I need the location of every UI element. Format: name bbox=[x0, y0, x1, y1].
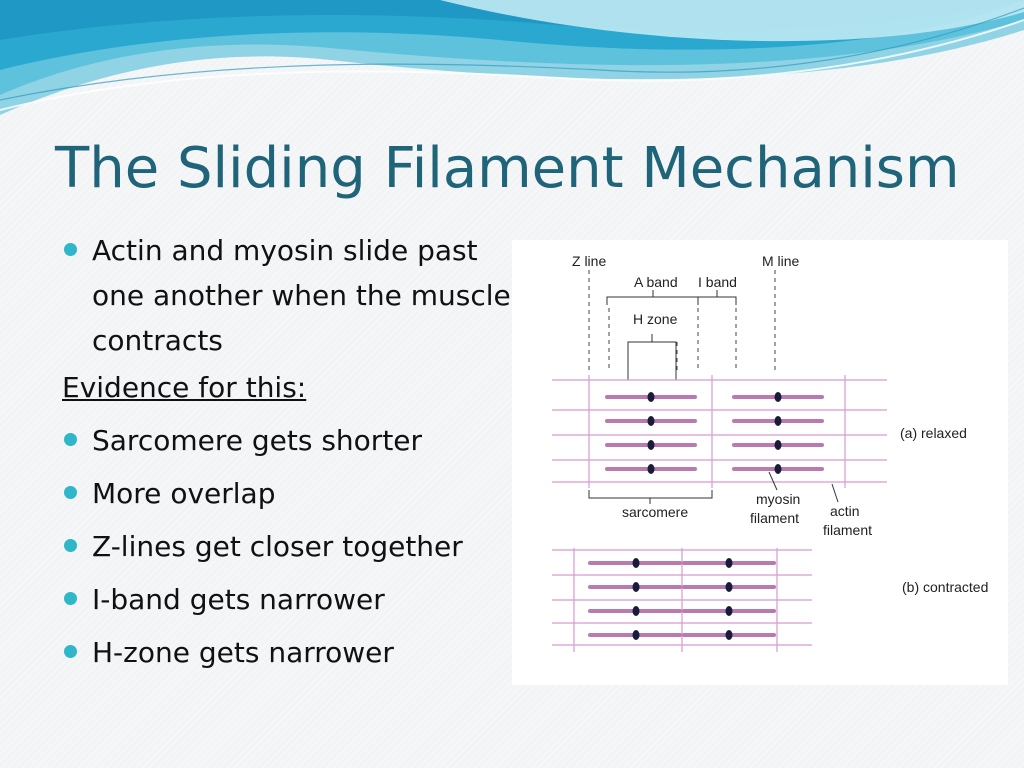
evidence-bullet: H-zone gets narrower bbox=[58, 630, 518, 675]
evidence-bullet-text: H-zone gets narrower bbox=[92, 636, 394, 669]
myosin-pointer bbox=[768, 471, 778, 491]
intro-bullet: Actin and myosin slide past one another … bbox=[58, 228, 518, 363]
bullet-dot-icon bbox=[64, 243, 77, 256]
evidence-bullet-text: More overlap bbox=[92, 477, 276, 510]
sarcomere-diagram: Z line M line A band I band H zone bbox=[512, 240, 1008, 685]
evidence-bullet-text: Sarcomere gets shorter bbox=[92, 424, 423, 457]
actin-pointer bbox=[831, 483, 839, 503]
evidence-bullet: Z-lines get closer together bbox=[58, 524, 518, 569]
band-brackets bbox=[606, 290, 737, 380]
bullet-dot-icon bbox=[64, 433, 77, 446]
bullet-dot-icon bbox=[64, 645, 77, 658]
myosin-label-line1: myosin bbox=[756, 491, 800, 507]
actin-label-line2: filament bbox=[823, 522, 872, 538]
relaxed-actin-filaments bbox=[552, 379, 887, 483]
relaxed-m-line-nodes bbox=[647, 392, 782, 474]
relaxed-label: (a) relaxed bbox=[900, 425, 967, 441]
evidence-bullet-text: Z-lines get closer together bbox=[92, 530, 463, 563]
evidence-bullet: More overlap bbox=[58, 471, 518, 516]
a-band-label: A band bbox=[634, 274, 678, 290]
contracted-z-lines bbox=[573, 548, 778, 652]
header-wave-decoration bbox=[0, 0, 1024, 115]
h-zone-label: H zone bbox=[633, 311, 678, 327]
evidence-bullet-text: I-band gets narrower bbox=[92, 583, 385, 616]
myosin-label-line2: filament bbox=[750, 510, 799, 526]
bullet-list: Actin and myosin slide past one another … bbox=[58, 228, 518, 683]
evidence-bullet: Sarcomere gets shorter bbox=[58, 418, 518, 463]
contracted-m-line-nodes bbox=[632, 558, 733, 640]
bullet-dot-icon bbox=[64, 539, 77, 552]
m-line-label: M line bbox=[762, 253, 800, 269]
relaxed-z-lines bbox=[588, 375, 846, 488]
evidence-bullet: I-band gets narrower bbox=[58, 577, 518, 622]
z-line-label: Z line bbox=[572, 253, 606, 269]
i-band-label: I band bbox=[698, 274, 737, 290]
bullet-dot-icon bbox=[64, 486, 77, 499]
bullet-dot-icon bbox=[64, 592, 77, 605]
evidence-heading: Evidence for this: bbox=[62, 371, 307, 404]
actin-label-line1: actin bbox=[830, 503, 860, 519]
sarcomere-label: sarcomere bbox=[622, 504, 688, 520]
slide-title: The Sliding Filament Mechanism bbox=[55, 136, 960, 201]
relaxed-panel bbox=[552, 375, 887, 488]
contracted-label: (b) contracted bbox=[902, 579, 988, 595]
contracted-panel bbox=[552, 548, 812, 652]
guide-dashes bbox=[588, 270, 776, 372]
intro-bullet-text: Actin and myosin slide past one another … bbox=[92, 234, 511, 357]
